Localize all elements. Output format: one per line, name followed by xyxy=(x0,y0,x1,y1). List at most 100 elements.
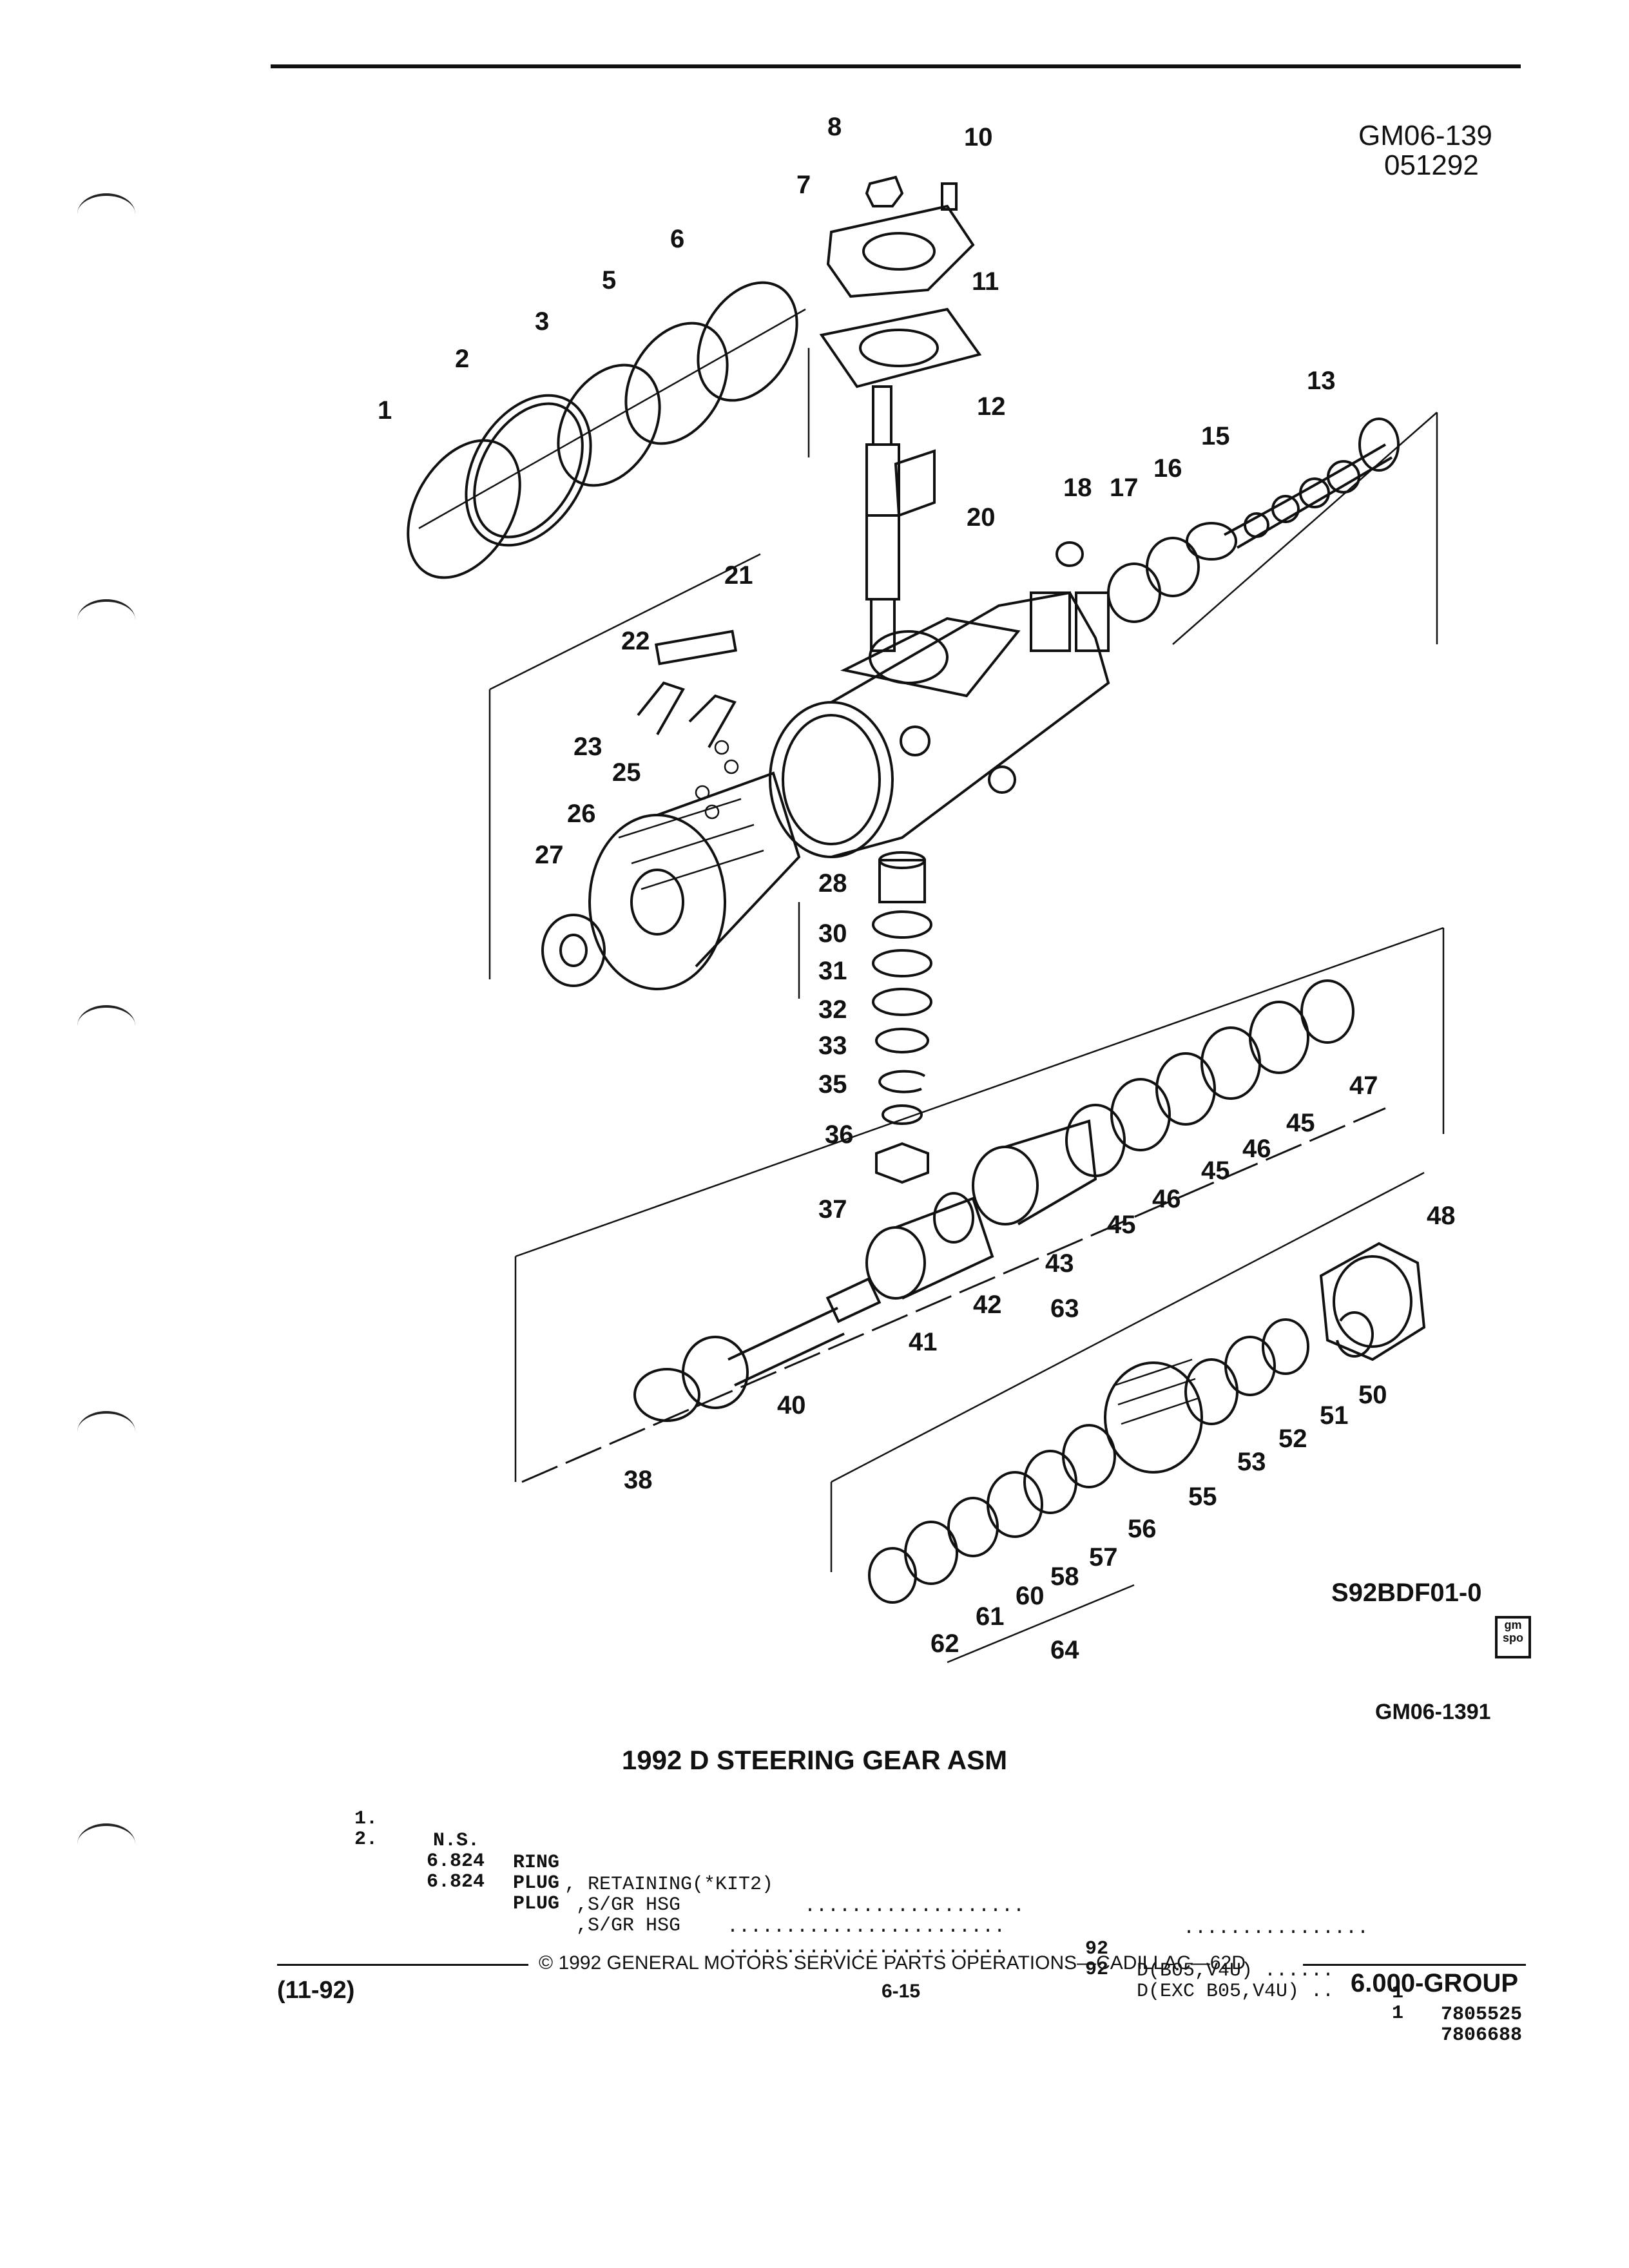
doc-date: 051292 xyxy=(1384,149,1479,181)
group-label: 6.000-GROUP xyxy=(1351,1969,1519,1997)
ring-group xyxy=(407,281,810,579)
callout: 57 xyxy=(1089,1543,1118,1571)
callout: 23 xyxy=(574,733,602,761)
gear-housing xyxy=(769,591,1110,858)
models: ................ xyxy=(1183,1917,1369,1939)
callout: 6 xyxy=(670,225,684,253)
callout: 21 xyxy=(724,561,753,590)
part-number: 7805525 xyxy=(1441,2004,1523,2026)
callout: 42 xyxy=(973,1291,1002,1319)
callout: 22 xyxy=(621,627,650,655)
callout: 3 xyxy=(535,307,549,336)
parts-row: 1. N.S. RING , RETAINING(*KIT2) ........… xyxy=(0,1786,1629,1939)
code: 6.824 xyxy=(427,1850,485,1872)
revision-date: (11-92) xyxy=(277,1977,355,2004)
callout: 26 xyxy=(567,800,596,828)
part-name: RING xyxy=(513,1852,560,1874)
leader: ................... xyxy=(793,1896,1025,1917)
callout: 45 xyxy=(1286,1109,1315,1137)
parts-row: 6.824 PLUG ,S/GR HSG ...................… xyxy=(0,1827,1629,2046)
callout: 60 xyxy=(1016,1582,1045,1610)
callout: 47 xyxy=(1349,1072,1378,1100)
figure-ref: GM06-1391 xyxy=(1375,1700,1491,1724)
callout: 40 xyxy=(777,1391,806,1419)
callout: 11 xyxy=(972,267,999,296)
callout: 36 xyxy=(825,1120,854,1149)
page-number: 6-15 xyxy=(882,1981,921,2002)
part-number: 7806688 xyxy=(1441,2024,1523,2046)
margin-mark xyxy=(77,193,135,235)
lower-valve-group xyxy=(514,927,1445,1483)
parts-list-title: 1992 D STEERING GEAR ASM xyxy=(621,1745,1008,1775)
callout: 2 xyxy=(455,345,469,373)
callout: 53 xyxy=(1237,1448,1266,1476)
quantity: 1 xyxy=(1392,1982,1404,2004)
callout: 15 xyxy=(1201,422,1230,450)
callout: 48 xyxy=(1427,1202,1456,1230)
callout: 61 xyxy=(976,1602,1005,1631)
side-cover-group xyxy=(819,175,982,389)
rack-piston-group xyxy=(488,553,801,999)
callout: 32 xyxy=(818,995,847,1024)
callout: 12 xyxy=(977,392,1006,421)
callout: 35 xyxy=(818,1070,847,1099)
callout: 16 xyxy=(1153,454,1182,483)
copyright: © 1992 GENERAL MOTORS SERVICE PARTS OPER… xyxy=(539,1952,1246,1974)
callout: 46 xyxy=(1242,1135,1271,1163)
part-name: PLUG xyxy=(513,1893,560,1915)
margin-mark xyxy=(77,1823,135,1865)
callout: 46 xyxy=(1152,1185,1181,1213)
callout: 45 xyxy=(1201,1157,1230,1185)
callout: 5 xyxy=(602,266,616,294)
callout: 7 xyxy=(796,171,811,199)
footer-rule-right xyxy=(1303,1964,1526,1966)
callout: 33 xyxy=(818,1032,847,1060)
callout: 51 xyxy=(1320,1401,1349,1430)
models: D(B05,V4U) ...... xyxy=(1137,1960,1335,1982)
adjuster-plug-group xyxy=(830,1171,1426,1664)
quantity: 1 xyxy=(1392,2003,1404,2024)
callout: 17 xyxy=(1110,474,1139,502)
item-number: 1. xyxy=(354,1808,378,1830)
doc-id: GM06-139 xyxy=(1358,120,1492,151)
part-desc: ,S/GR HSG xyxy=(564,1894,681,1916)
worm-shaft-group xyxy=(1055,412,1438,645)
part-name: PLUG xyxy=(513,1872,560,1894)
callout-labels: 1 2 3 5 6 7 8 10 11 12 13 15 16 17 18 20… xyxy=(378,113,1456,1664)
leader: ........................ xyxy=(715,1916,1006,1938)
callout: 63 xyxy=(1050,1294,1079,1323)
callout: 20 xyxy=(967,503,996,532)
part-desc: ,S/GR HSG xyxy=(564,1915,681,1937)
code: 6.824 xyxy=(427,1871,485,1893)
pitman-shaft xyxy=(865,385,936,652)
callout: 41 xyxy=(909,1328,938,1356)
margin-mark xyxy=(77,1411,135,1452)
margin-mark xyxy=(77,599,135,640)
margin-mark xyxy=(77,1005,135,1046)
callout: 1 xyxy=(378,396,392,425)
callout: 31 xyxy=(818,957,847,985)
callout: 18 xyxy=(1063,474,1092,502)
year: 92 xyxy=(1085,1938,1109,1960)
callout: 58 xyxy=(1050,1562,1079,1591)
parts-row: 2. 6.824 PLUG ,S/GR HSG ................… xyxy=(0,1807,1629,2026)
part-desc: , RETAINING(*KIT2) xyxy=(564,1874,774,1896)
callout: 38 xyxy=(624,1466,653,1494)
item-number: 2. xyxy=(354,1829,378,1850)
models: D(EXC B05,V4U) .. xyxy=(1137,1981,1335,2003)
figure-code: S92BDF01-0 xyxy=(1331,1579,1482,1607)
callout: 37 xyxy=(818,1195,847,1224)
callout: 45 xyxy=(1107,1211,1136,1239)
callout: 52 xyxy=(1278,1425,1307,1453)
callout: 56 xyxy=(1128,1515,1157,1543)
callout: 64 xyxy=(1050,1636,1079,1664)
callout: 50 xyxy=(1358,1381,1387,1409)
leader: ........................ xyxy=(715,1937,1006,1959)
year: 92 xyxy=(1085,1959,1109,1981)
callout: 28 xyxy=(818,869,847,898)
callout: 62 xyxy=(930,1629,959,1658)
callout: 27 xyxy=(535,841,564,869)
bearing-stack xyxy=(872,851,932,1184)
callout: 8 xyxy=(827,113,842,141)
